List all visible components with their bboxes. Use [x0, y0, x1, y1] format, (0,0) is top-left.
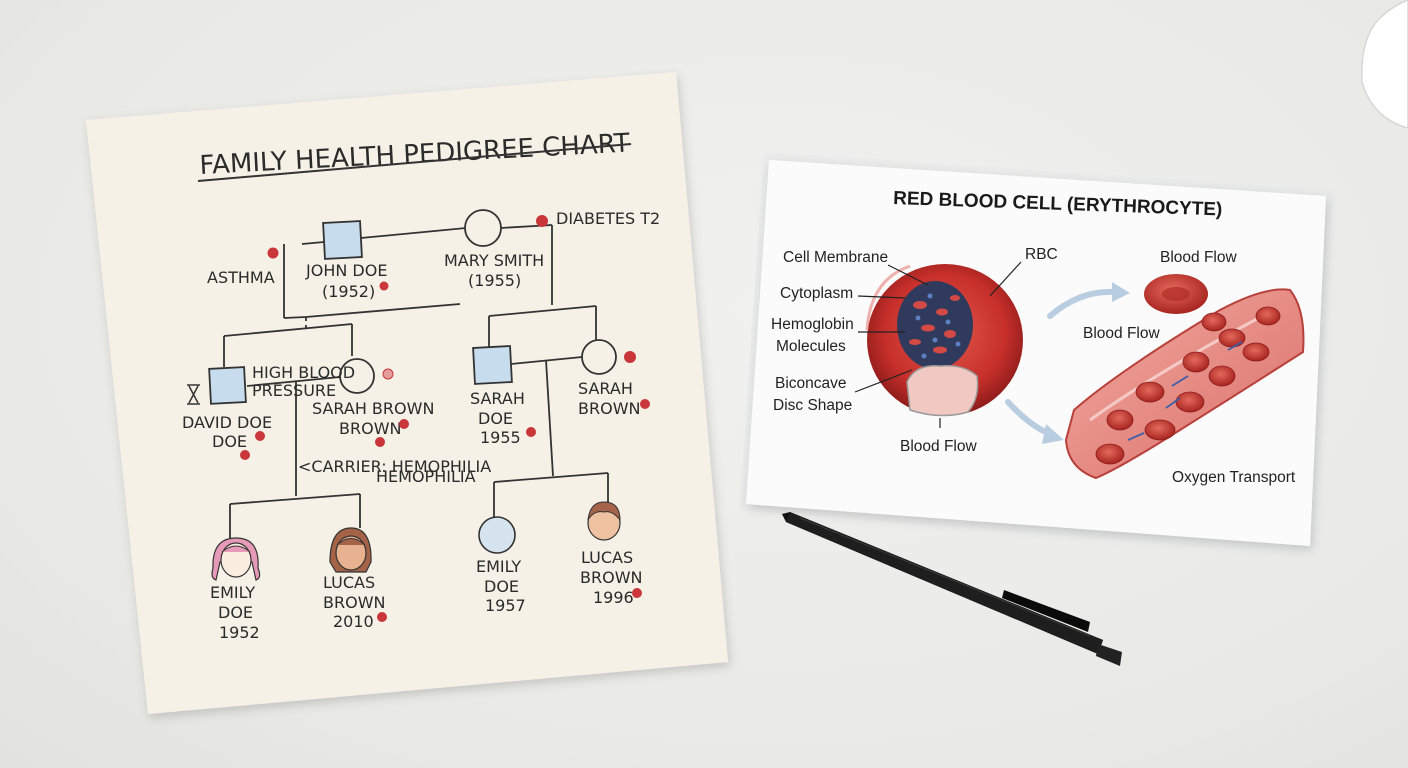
emily-doe-left-line-2: DOE: [218, 603, 253, 622]
marker-sarah-brown-right-name: [640, 399, 650, 409]
label-rbc: RBC: [1025, 246, 1058, 263]
marker-asthma: [267, 247, 279, 259]
sarah-brown-left-line-2: BROWN: [339, 419, 401, 438]
marker-sarah-brown-right: [624, 351, 636, 363]
emily-doe-left-line-1: EMILY: [210, 583, 255, 602]
sarah-brown-left-female-symbol: [339, 358, 375, 394]
high-bp-line-2: PRESSURE: [252, 381, 336, 400]
carrier-small-label: HEMOPHILIA: [376, 467, 476, 486]
label-biconcave-1: Biconcave: [775, 375, 847, 392]
hourglass-icon: [187, 384, 200, 405]
lucas-brown-right-line-3: 1996: [593, 588, 634, 607]
emily-doe-right-line-2: DOE: [484, 577, 519, 596]
sarah-doe-line-1: SARAH: [470, 389, 525, 408]
marker-sarah-brown-left-name-2: [375, 437, 385, 447]
marker-sarah-brown-left-name: [399, 419, 409, 429]
cup-icon: [1361, 0, 1408, 129]
lucas-brown-left-line-1: LUCAS: [323, 573, 375, 592]
rbc-card: RED BLOOD CELL (ERYTHROCYTE): [740, 152, 1334, 556]
lucas-brown-right-line-1: LUCAS: [581, 548, 633, 567]
john-doe-name: JOHN DOE: [305, 261, 387, 280]
label-blood-flow-mid: Blood Flow: [1083, 325, 1160, 342]
label-blood-flow-bottom: Blood Flow: [900, 438, 977, 455]
lucas-brown-left-line-3: 2010: [333, 612, 374, 631]
sarah-doe-line-2: DOE: [478, 409, 513, 428]
marker-lucas-brown-right: [632, 588, 642, 598]
marker-david-doe-2: [240, 450, 250, 460]
mary-smith-female-symbol: [464, 209, 502, 247]
flow-arrow-icon: [1005, 282, 1130, 444]
sarah-doe-line-3: 1955: [480, 428, 521, 447]
lucas-brown-right-line-2: BROWN: [580, 568, 642, 587]
pedigree-lines: [223, 224, 609, 538]
sarah-brown-left-line-1: SARAH BROWN: [312, 399, 434, 418]
sarah-brown-right-female-symbol: [581, 339, 617, 375]
marker-sarah-brown-left: [382, 368, 394, 380]
sarah-doe-male-symbol: [472, 345, 513, 385]
diabetes-label: DIABETES T2: [556, 209, 660, 228]
emily-doe-right-line-3: 1957: [485, 596, 526, 615]
sarah-brown-right-line-2: BROWN: [578, 399, 640, 418]
emily-doe-right-line-1: EMILY: [476, 557, 521, 576]
label-cell-membrane: Cell Membrane: [783, 249, 888, 266]
label-biconcave-2: Disc Shape: [773, 397, 852, 414]
emily-doe-right-symbol: [478, 516, 516, 554]
carrier-label: <CARRIER: HEMOPHILIA: [298, 457, 491, 476]
marker-diabetes: [536, 215, 548, 227]
emily-doe-left-line-3: 1952: [219, 623, 260, 642]
pen-icon: [782, 512, 1122, 666]
mary-smith-name: MARY SMITH: [444, 251, 544, 270]
marker-john-doe: [379, 281, 389, 291]
david-doe-male-symbol: [208, 366, 247, 405]
emily-doe-left-figure: [211, 537, 261, 581]
marker-david-doe: [255, 431, 265, 441]
blood-vessel-icon: [1064, 288, 1305, 480]
asthma-label: ASTHMA: [207, 268, 275, 287]
condition-markers: [240, 215, 650, 622]
lucas-brown-right-figure: [587, 501, 621, 541]
single-rbc-icon: [1144, 274, 1208, 314]
john-doe-male-symbol: [322, 220, 363, 260]
david-doe-line-1: DAVID DOE: [182, 413, 272, 432]
marker-sarah-doe: [526, 427, 536, 437]
sarah-brown-right-line-1: SARAH: [578, 379, 633, 398]
pedigree-sheet: FAMILY HEALTH PEDIGREE CHART: [86, 72, 728, 714]
mary-smith-year: (1955): [468, 271, 521, 290]
label-cytoplasm: Cytoplasm: [780, 285, 853, 302]
lucas-brown-left-line-2: BROWN: [323, 593, 385, 612]
rbc-leader-lines: [854, 261, 1022, 428]
label-blood-flow-top: Blood Flow: [1160, 249, 1237, 266]
high-bp-line-1: HIGH BLOOD: [252, 363, 355, 382]
lucas-brown-left-figure: [329, 527, 372, 573]
label-oxygen-transport: Oxygen Transport: [1172, 469, 1296, 486]
rbc-cross-section: [865, 264, 1023, 417]
john-doe-year: (1952): [322, 282, 375, 301]
david-doe-line-2: DOE: [212, 432, 247, 451]
marker-lucas-brown-left: [377, 612, 387, 622]
label-hemoglobin-1: Hemoglobin: [771, 316, 854, 333]
label-hemoglobin-2: Molecules: [776, 338, 846, 355]
